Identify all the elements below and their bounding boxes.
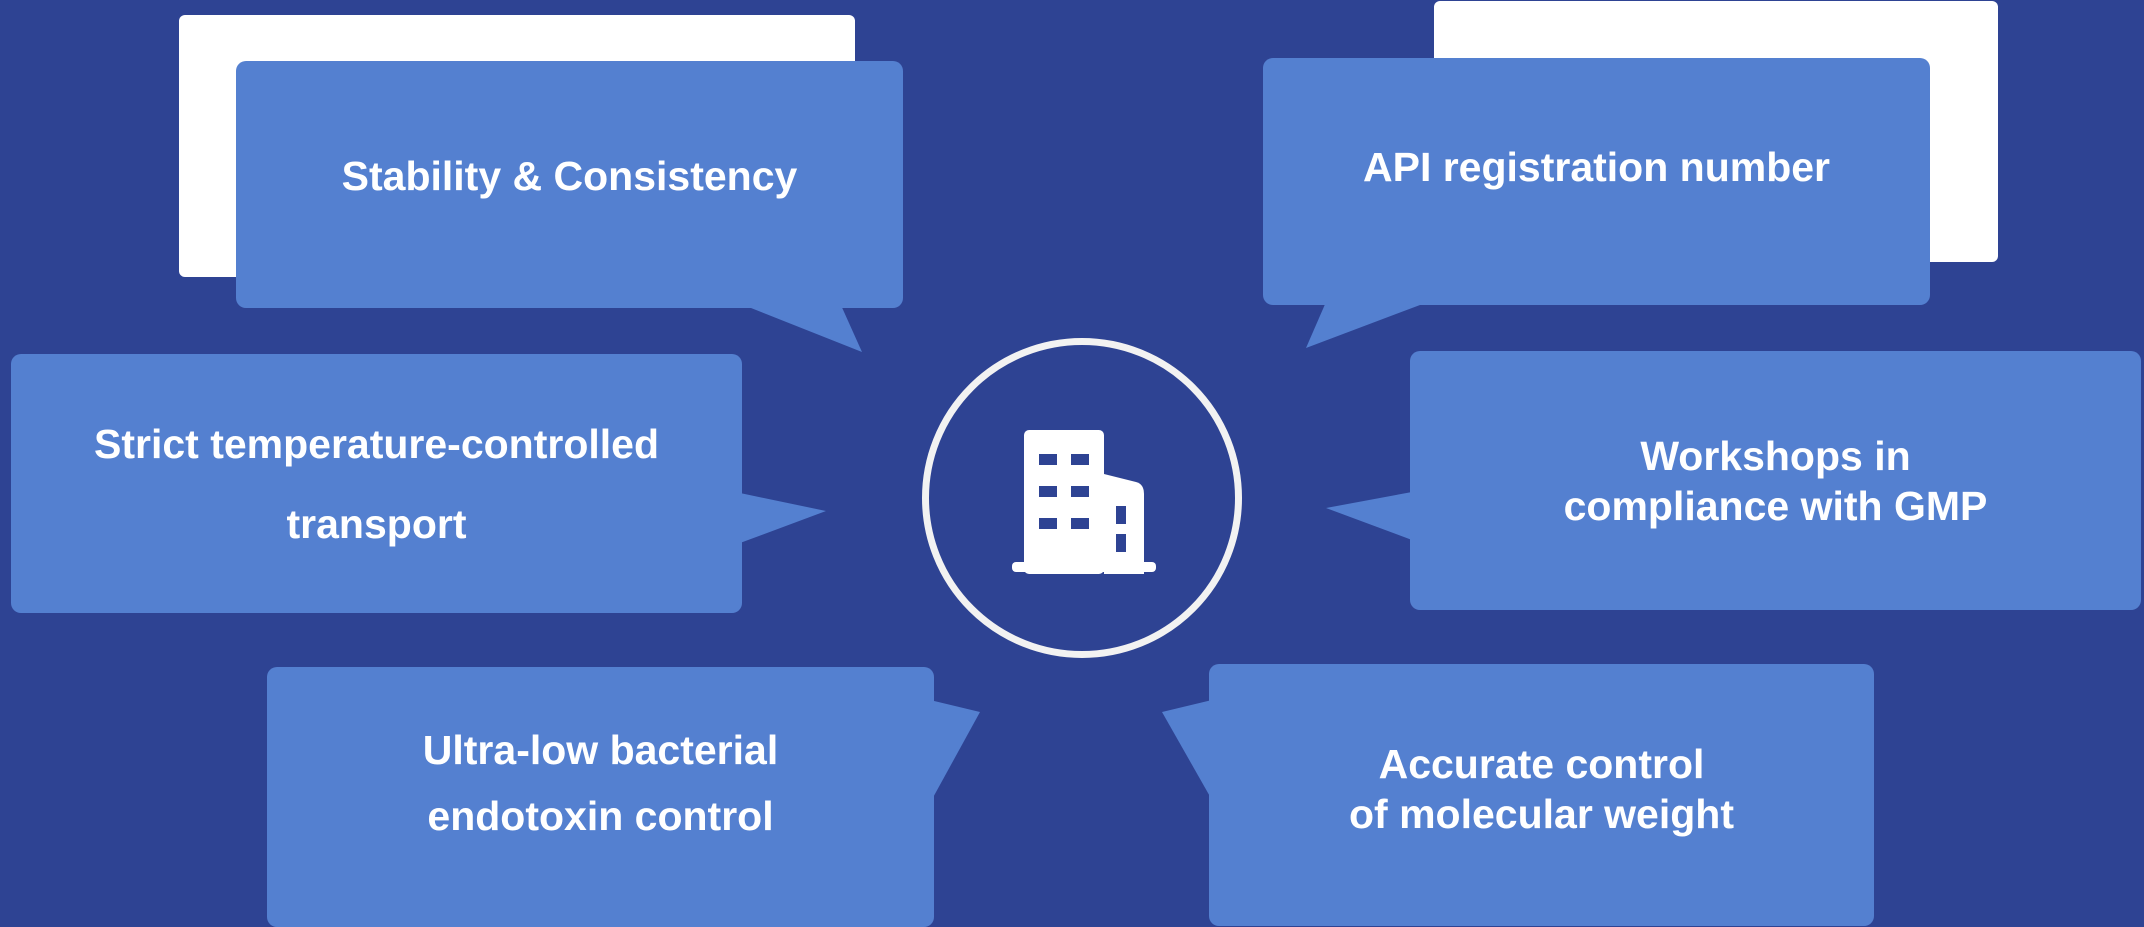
gmp-line-2: compliance with GMP [1563, 482, 1988, 529]
endotoxin-line-1: Ultra-low bacterial [422, 727, 779, 773]
building-icon [1012, 430, 1156, 574]
gmp-line-1: Workshops in [1640, 432, 1911, 479]
endotoxin-line-2: endotoxin control [427, 793, 774, 839]
api-bubble: API registration number [1263, 58, 1930, 305]
stability-label: Stability & Consistency [341, 153, 798, 199]
molecular-line-1: Accurate control [1378, 741, 1705, 787]
endotoxin-text: Ultra-low bacterial endotoxin control [423, 717, 778, 849]
stability-bubble: Stability & Consistency [236, 61, 903, 308]
api-label: API registration number [1362, 144, 1830, 190]
gmp-bubble-tail [1326, 492, 1412, 540]
transport-text: Strict temperature-controlled transport [94, 404, 659, 564]
molecular-text: Accurate control of molecular weight [1349, 739, 1734, 839]
endotoxin-bubble: Ultra-low bacterial endotoxin control [267, 667, 934, 927]
molecular-bubble: Accurate control of molecular weight [1209, 664, 1874, 926]
gmp-text: Workshops in compliance with GMP [1564, 431, 1988, 531]
center-ring [922, 338, 1242, 658]
stability-bubble-tail [745, 303, 862, 352]
transport-bubble-tail [740, 493, 826, 543]
transport-line-1: Strict temperature-controlled [94, 420, 659, 467]
endotoxin-bubble-tail [930, 700, 980, 803]
molecular-line-2: of molecular weight [1349, 791, 1734, 837]
transport-bubble: Strict temperature-controlled transport [11, 354, 742, 613]
api-bubble-tail [1306, 302, 1420, 348]
transport-line-2: transport [286, 500, 467, 547]
molecular-bubble-tail [1162, 700, 1212, 800]
gmp-bubble: Workshops in compliance with GMP [1410, 351, 2141, 610]
